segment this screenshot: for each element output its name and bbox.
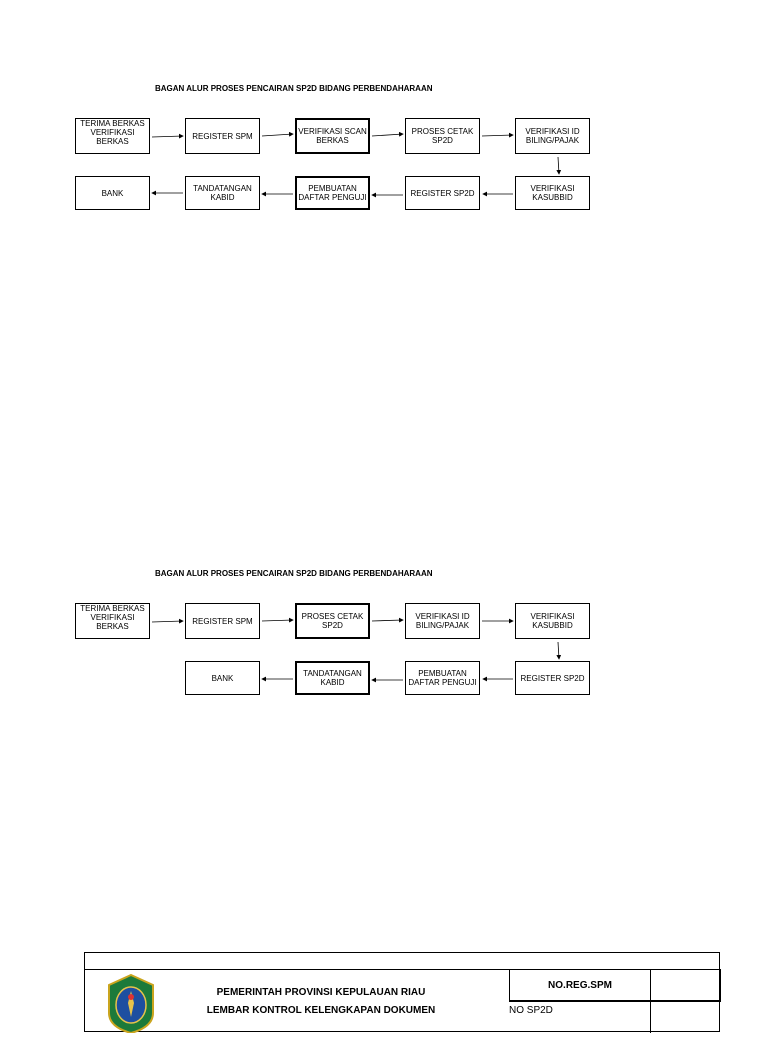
box-verifikasi-id-biling: VERIFIKASI ID BILING/PAJAK (515, 118, 590, 154)
box-register-spm: REGISTER SPM (185, 603, 260, 639)
box-proses-cetak: PROSES CETAK SP2D (295, 603, 370, 639)
divider (509, 1001, 721, 1002)
box-register-sp2d: REGISTER SP2D (515, 661, 590, 695)
box-terima-berkas: TERIMA BERKAS VERIFIKASI BERKAS (75, 118, 150, 154)
box-verifikasi-id-biling: VERIFIKASI ID BILING/PAJAK (405, 603, 480, 639)
box-verifikasi-kasubbid: VERIFIKASI KASUBBID (515, 603, 590, 639)
diagram-2-title: BAGAN ALUR PROSES PENCAIRAN SP2D BIDANG … (155, 569, 433, 578)
no-reg-spm-label: NO.REG.SPM (509, 969, 651, 1001)
box-bank: BANK (75, 176, 150, 210)
box-pembuatan-daftar: PEMBUATAN DAFTAR PENGUJI (295, 176, 370, 210)
arrow (481, 132, 514, 138)
arrow (371, 617, 404, 623)
box-register-spm: REGISTER SPM (185, 118, 260, 154)
no-sp2d-label: NO SP2D (509, 1005, 553, 1016)
arrow (151, 618, 184, 624)
box-tandatangan-kabid: TANDATANGAN KABID (295, 661, 370, 695)
arrow (371, 131, 404, 137)
box-pembuatan-daftar: PEMBUATAN DAFTAR PENGUJI (405, 661, 480, 695)
no-reg-spm-value (650, 969, 721, 1001)
header-line-1: PEMERINTAH PROVINSI KEPULAUAN RIAU (216, 987, 426, 998)
box-register-sp2d: REGISTER SP2D (405, 176, 480, 210)
diagram-1-title: BAGAN ALUR PROSES PENCAIRAN SP2D BIDANG … (155, 84, 433, 93)
divider (85, 969, 719, 970)
box-tandatangan-kabid: TANDATANGAN KABID (185, 176, 260, 210)
divider (650, 1001, 651, 1033)
control-sheet-form: PEMERINTAH PROVINSI KEPULAUAN RIAU LEMBA… (84, 952, 721, 1035)
province-logo-icon (105, 973, 157, 1035)
arrow (151, 133, 184, 139)
arrow (556, 156, 562, 175)
box-verifikasi-scan: VERIFIKASI SCAN BERKAS (295, 118, 370, 154)
box-proses-cetak: PROSES CETAK SP2D (405, 118, 480, 154)
arrow (556, 641, 562, 660)
arrow (261, 131, 294, 137)
box-terima-berkas: TERIMA BERKAS VERIFIKASI BERKAS (75, 603, 150, 639)
box-verifikasi-kasubbid: VERIFIKASI KASUBBID (515, 176, 590, 210)
box-bank: BANK (185, 661, 260, 695)
header-line-2: LEMBAR KONTROL KELENGKAPAN DOKUMEN (206, 1005, 436, 1016)
arrow (261, 617, 294, 623)
